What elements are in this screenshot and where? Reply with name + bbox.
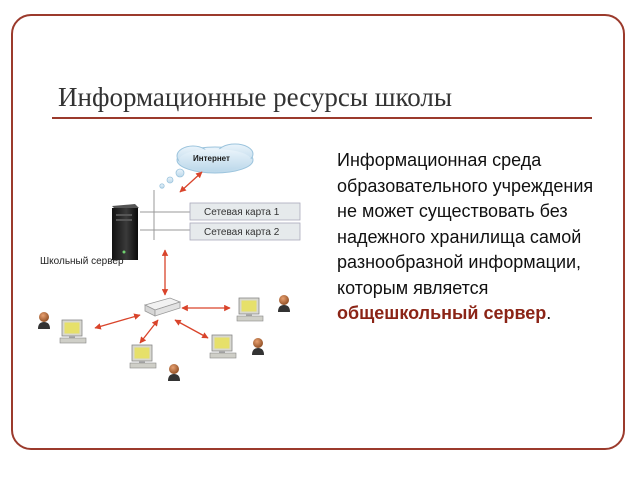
body-text: Информационная среда образовательного уч… xyxy=(337,148,607,327)
workstation-bottom-right-icon xyxy=(209,334,237,359)
slide-title: Информационные ресурсы школы xyxy=(58,82,453,112)
user-left-icon xyxy=(38,312,50,329)
body-text-main: Информационная среда образовательного уч… xyxy=(337,150,594,298)
workstation-left-icon xyxy=(59,319,87,344)
network-diagram: Интернет Школьный сервер Сетевая карта 1… xyxy=(38,143,301,381)
body-text-period: . xyxy=(546,303,552,323)
network-card-2-box xyxy=(189,222,301,241)
user-right-icon xyxy=(278,295,290,312)
user-bottom-right-icon xyxy=(252,338,264,355)
network-card-1-box xyxy=(189,202,301,221)
user-bottom-icon xyxy=(168,364,180,381)
server-connector-lines xyxy=(140,190,190,240)
title-underline xyxy=(52,117,592,119)
internet-label: Интернет xyxy=(193,154,230,163)
school-server-label: Школьный сервер xyxy=(40,256,124,267)
workstation-bottom-icon xyxy=(129,344,157,369)
network-card-2-label: Сетевая карта 2 xyxy=(204,227,280,238)
network-hub-icon xyxy=(143,297,182,317)
workstation-right-icon xyxy=(236,297,264,322)
network-card-1-label: Сетевая карта 1 xyxy=(204,207,280,218)
internet-cloud-icon xyxy=(159,143,254,189)
connection-arrows xyxy=(94,171,231,344)
server-icon xyxy=(112,204,139,260)
highlight-server-text: общешкольный сервер xyxy=(337,303,547,323)
